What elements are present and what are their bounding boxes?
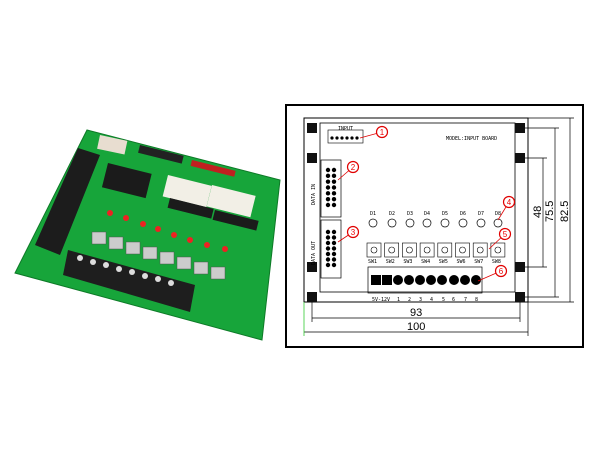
power-label: 5V-12V — [372, 297, 390, 303]
switch-label: SW7 — [474, 259, 483, 265]
header-pin — [331, 179, 337, 184]
photo-buttons — [91, 231, 226, 280]
callout-number: 1 — [380, 128, 385, 137]
header-pin — [325, 185, 331, 190]
header-pin — [331, 257, 337, 262]
callout-number: 4 — [507, 198, 512, 207]
input-label: INPUT — [338, 126, 353, 132]
callout-circle — [498, 227, 512, 241]
callout-number: 5 — [503, 230, 508, 239]
dim-outer-height: 82.5 — [559, 201, 571, 222]
dimension-diagram — [285, 104, 584, 348]
switch-icon — [366, 242, 382, 258]
header-pin — [331, 202, 337, 208]
switch-icon — [455, 242, 470, 258]
switch-label: SW8 — [492, 259, 501, 265]
switch-icon — [384, 242, 400, 258]
header-pin — [331, 191, 337, 196]
header-pin — [325, 257, 331, 262]
terminal-number: 6 — [452, 297, 455, 303]
header-pin — [331, 235, 337, 240]
led-label: D3 — [407, 211, 413, 217]
data-in-label: DATA IN — [311, 184, 317, 205]
header-pin — [325, 202, 331, 208]
photo-leds — [107, 210, 228, 252]
led-label: D1 — [370, 211, 376, 217]
terminal-number: 4 — [430, 297, 433, 303]
model-label: MODEL:INPUT BOARD — [446, 136, 497, 142]
dim-inner-width: 93 — [410, 307, 422, 319]
led-label: D5 — [442, 211, 448, 217]
switch-label: SW1 — [368, 259, 377, 265]
callout-circle — [502, 195, 516, 209]
led-icon — [458, 218, 468, 228]
header-pin — [331, 262, 337, 268]
terminal-number: 7 — [464, 297, 467, 303]
header-pin — [325, 179, 331, 184]
callout-number: 2 — [351, 163, 356, 172]
header-pin — [331, 246, 337, 251]
header-pin — [331, 240, 337, 246]
terminal-number: 1 — [397, 297, 400, 303]
pcb-photo — [14, 129, 281, 341]
callout-circle — [346, 160, 360, 174]
terminal-number: 3 — [419, 297, 422, 303]
switch-label: SW4 — [421, 259, 430, 265]
header-pin — [331, 251, 337, 257]
led-icon — [422, 218, 432, 228]
callout-number: 6 — [499, 267, 504, 276]
header-pin — [331, 185, 337, 190]
header-pin — [325, 229, 331, 235]
switch-icon — [402, 242, 417, 258]
led-label: D6 — [460, 211, 466, 217]
led-icon — [368, 218, 378, 228]
terminal-number: 8 — [475, 297, 478, 303]
switch-icon — [419, 242, 435, 258]
switch-icon — [472, 242, 488, 258]
data-out-label: DATA OUT — [311, 241, 317, 265]
header-pin — [325, 196, 331, 202]
switch-label: SW3 — [403, 259, 412, 265]
header-pin — [331, 229, 337, 235]
header-pin — [325, 173, 331, 179]
led-icon — [405, 218, 415, 228]
dim-inner-height: 75.5 — [544, 201, 556, 222]
led-icon — [440, 218, 450, 228]
header-pin — [325, 262, 331, 268]
callout-circle — [375, 125, 389, 139]
callout-circle — [494, 264, 508, 278]
terminal-number: 5 — [442, 297, 445, 303]
switch-icon — [437, 242, 453, 258]
led-label: D2 — [389, 211, 395, 217]
header-pin — [331, 173, 337, 179]
header-pin — [325, 251, 331, 257]
led-icon — [387, 218, 397, 228]
led-label: D7 — [478, 211, 484, 217]
callout-circle — [346, 225, 360, 239]
switch-label: SW5 — [439, 259, 448, 265]
dim-outer-width: 100 — [407, 321, 425, 333]
header-pin — [325, 235, 331, 240]
header-pin — [325, 167, 331, 173]
led-label: D8 — [495, 211, 501, 217]
terminal-number: 2 — [408, 297, 411, 303]
mounting-holes — [307, 123, 525, 302]
header-pin — [325, 246, 331, 251]
switch-label: SW6 — [457, 259, 466, 265]
switch-icon — [490, 242, 506, 258]
header-pin — [325, 240, 331, 246]
led-label: D4 — [424, 211, 430, 217]
switch-label: SW2 — [386, 259, 395, 265]
header-pin — [331, 196, 337, 202]
led-icon — [493, 218, 503, 228]
header-pin — [325, 191, 331, 196]
led-icon — [476, 218, 486, 228]
callout-number: 3 — [351, 228, 356, 237]
header-pin — [331, 167, 337, 173]
dim-hole-span: 48 — [532, 206, 544, 218]
